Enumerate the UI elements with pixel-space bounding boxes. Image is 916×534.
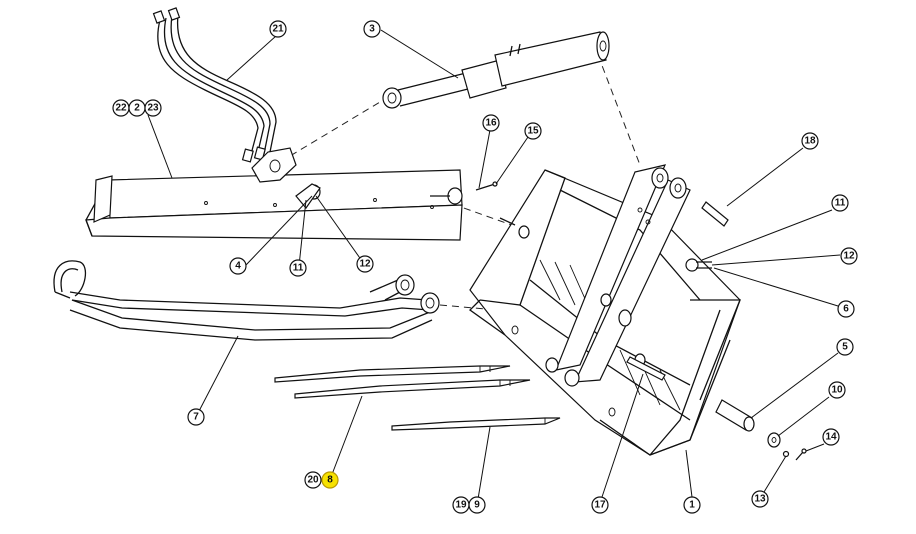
hydraulic-hoses: [152, 7, 277, 163]
svg-text:20: 20: [307, 475, 319, 486]
callout-12: 12: [840, 247, 858, 265]
leader-lines: [147, 29, 841, 500]
svg-text:11: 11: [293, 263, 304, 274]
callout-16: 16: [482, 114, 500, 132]
callout-9: 9: [468, 496, 486, 514]
svg-text:8: 8: [327, 475, 333, 486]
svg-text:1: 1: [689, 500, 695, 511]
callout-3: 3: [363, 20, 381, 38]
callout-15: 15: [524, 122, 542, 140]
svg-text:5: 5: [842, 342, 848, 353]
svg-text:6: 6: [843, 304, 849, 315]
svg-text:18: 18: [804, 136, 816, 147]
spears: [274, 365, 561, 431]
svg-text:12: 12: [359, 259, 371, 270]
callout-2: 2: [128, 99, 146, 117]
callout-19: 19: [452, 496, 470, 514]
top-boom: [85, 147, 463, 241]
callout-21: 21: [269, 20, 287, 38]
svg-text:12: 12: [843, 251, 855, 262]
callout-20: 20: [304, 471, 322, 489]
callout-1: 1: [683, 496, 701, 514]
hydraulic-cylinder: [382, 31, 610, 109]
callout-23: 23: [144, 99, 162, 117]
svg-text:10: 10: [831, 385, 843, 396]
callout-6: 6: [837, 300, 855, 318]
svg-text:3: 3: [369, 24, 375, 35]
svg-text:19: 19: [455, 500, 467, 511]
callout-5: 5: [836, 338, 854, 356]
svg-text:17: 17: [594, 500, 606, 511]
callout-4: 4: [229, 257, 247, 275]
svg-text:4: 4: [235, 261, 241, 272]
svg-text:15: 15: [527, 126, 539, 137]
callout-22: 22: [112, 99, 130, 117]
callout-12: 12: [356, 255, 374, 273]
svg-text:7: 7: [193, 412, 199, 423]
callout-14: 14: [822, 428, 840, 446]
callout-18: 18: [801, 132, 819, 150]
callout-13: 13: [751, 490, 769, 508]
svg-text:23: 23: [147, 103, 159, 114]
callout-17: 17: [591, 496, 609, 514]
svg-text:13: 13: [754, 494, 766, 505]
svg-text:22: 22: [115, 103, 127, 114]
callout-7: 7: [187, 408, 205, 426]
callout-11: 11: [831, 194, 849, 212]
svg-text:21: 21: [272, 24, 284, 35]
callout-10: 10: [828, 381, 846, 399]
svg-text:11: 11: [835, 198, 846, 209]
callout-8-highlighted[interactable]: 8: [321, 471, 339, 489]
svg-text:2: 2: [134, 103, 140, 114]
bale-spear-arm: [53, 260, 440, 341]
svg-text:9: 9: [474, 500, 480, 511]
small-parts: [475, 181, 807, 461]
callout-11: 11: [289, 259, 307, 277]
main-frame: [468, 164, 741, 456]
svg-text:14: 14: [825, 432, 837, 443]
svg-text:16: 16: [485, 118, 497, 129]
